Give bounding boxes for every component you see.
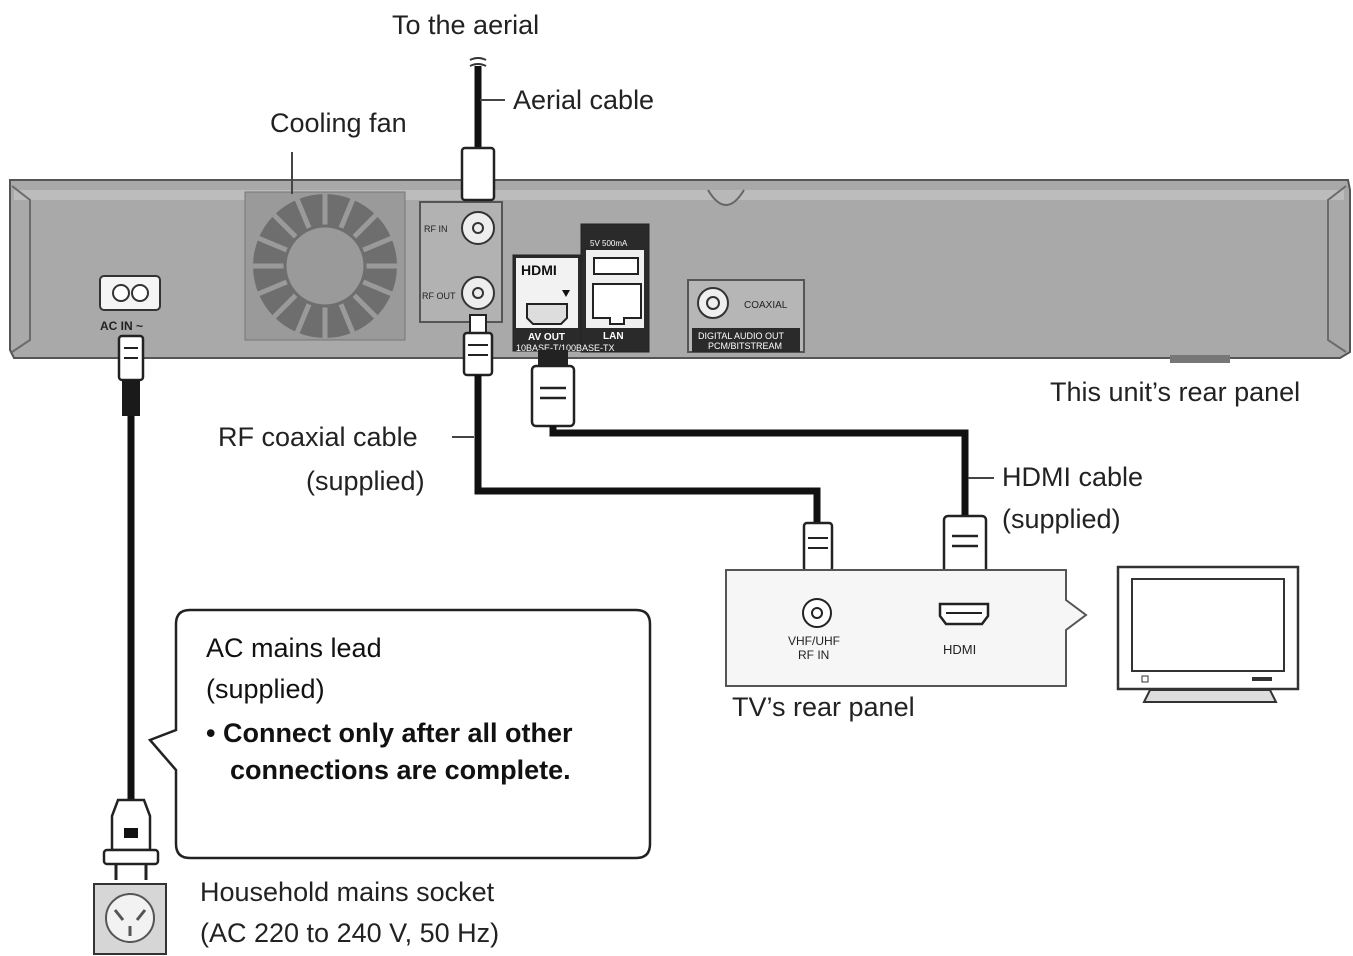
- tv-set: [1116, 565, 1300, 703]
- tv-hdmi-label: HDMI: [943, 642, 976, 657]
- unit-rear-panel-label: This unit’s rear panel: [1050, 377, 1301, 407]
- av-out-label: AV OUT: [528, 332, 565, 343]
- aerial-cable-label: Aerial cable: [513, 85, 655, 115]
- tv-rear-panel: VHF/UHF RF IN HDMI: [725, 569, 1088, 687]
- ac-in-label: AC IN ~: [100, 319, 143, 333]
- hdmi-cable-label-1: HDMI cable: [1002, 462, 1144, 492]
- ac-mains-lead: [102, 334, 160, 880]
- unit-rear-panel: [9, 179, 1351, 363]
- unit-hdmi-port: HDMI AV OUT: [512, 254, 582, 352]
- to-aerial-label: To the aerial: [392, 10, 540, 40]
- aerial-cable: [460, 57, 505, 202]
- lan-spec-label: 10BASE-T/100BASE-TX: [516, 343, 615, 353]
- digital-audio-block: COAXIAL DIGITAL AUDIO OUT PCM/BITSTREAM: [687, 279, 805, 353]
- rf-out-label: RF OUT: [422, 291, 456, 301]
- cooling-fan: [244, 152, 406, 341]
- hdmi-logo: HDMI: [521, 262, 557, 278]
- digital-audio-label-1: DIGITAL AUDIO OUT: [698, 331, 785, 341]
- rf-coax-label-2: (supplied): [306, 466, 425, 496]
- callout-note-2: connections are complete.: [230, 755, 571, 785]
- tv-vhf-label-1: VHF/UHF: [788, 634, 840, 648]
- rf-terminal-block: RF IN RF OUT: [419, 201, 503, 323]
- callout-bubble: [147, 608, 652, 860]
- usb-rating-label: 5V 500mA: [590, 239, 628, 248]
- coaxial-label: COAXIAL: [744, 300, 788, 311]
- callout-line-2: (supplied): [206, 674, 325, 704]
- ac-in-socket: AC IN ~: [99, 275, 161, 333]
- usb-lan-block: 5V 500mA LAN 10BASE-T/100BASE-TX: [516, 223, 650, 353]
- tv-vhf-label-2: RF IN: [798, 648, 829, 662]
- digital-audio-label-2: PCM/BITSTREAM: [708, 341, 782, 351]
- callout-line-1: AC mains lead: [206, 633, 382, 663]
- household-socket-label-2: (AC 220 to 240 V, 50 Hz): [200, 918, 500, 948]
- rf-in-label: RF IN: [424, 224, 448, 234]
- cooling-fan-label: Cooling fan: [270, 108, 407, 138]
- rf-coax-label-1: RF coaxial cable: [218, 422, 418, 452]
- hdmi-cable-label-2: (supplied): [1002, 504, 1121, 534]
- household-socket-label-1: Household mains socket: [200, 877, 495, 907]
- callout-note-1: • Connect only after all other: [206, 718, 573, 748]
- lan-label: LAN: [603, 331, 624, 342]
- tv-rear-panel-label: TV’s rear panel: [732, 692, 915, 722]
- household-mains-socket: [93, 883, 167, 955]
- hdmi-cable: [530, 350, 994, 590]
